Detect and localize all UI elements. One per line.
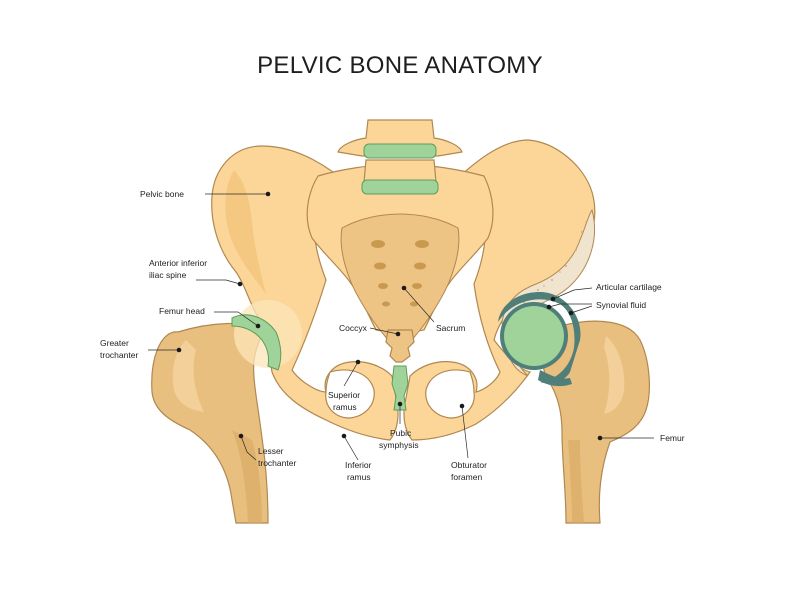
synovial-fluid-label: Synovial fluid bbox=[596, 300, 646, 310]
label-superior-ramus: Superior ramus bbox=[328, 359, 361, 412]
coccyx-label: Coccyx bbox=[339, 323, 368, 333]
obturator-foramen-label-2: foramen bbox=[451, 472, 482, 482]
superior-ramus-label-1: Superior bbox=[328, 390, 360, 400]
articular-cartilage-label: Articular cartilage bbox=[596, 282, 662, 292]
label-coccyx: Coccyx bbox=[339, 323, 401, 337]
label-synovial-fluid: Synovial fluid bbox=[546, 300, 646, 316]
anterior-inferior-iliac-spine-label-2: iliac spine bbox=[149, 270, 187, 280]
label-lesser-trochanter: Lesser trochanter bbox=[238, 433, 296, 468]
right-hip-joint bbox=[498, 292, 581, 387]
label-greater-trochanter: Greater trochanter bbox=[100, 338, 182, 360]
lesser-trochanter-label-1: Lesser bbox=[258, 446, 284, 456]
label-obturator-foramen: Obturator foramen bbox=[451, 403, 487, 482]
left-hip-joint bbox=[231, 300, 302, 371]
diagram-title: PELVIC BONE ANATOMY bbox=[257, 52, 543, 79]
lesser-trochanter-label-2: trochanter bbox=[258, 458, 296, 468]
label-articular-cartilage: Articular cartilage bbox=[550, 282, 662, 302]
pubic-symphysis-label-1: Pubic bbox=[390, 428, 412, 438]
label-inferior-ramus: Inferior ramus bbox=[341, 433, 372, 482]
greater-trochanter-label-1: Greater bbox=[100, 338, 129, 348]
pelvic-bone-label: Pelvic bone bbox=[140, 189, 184, 199]
inferior-ramus-label-1: Inferior bbox=[345, 460, 372, 470]
superior-ramus-label-2: ramus bbox=[333, 402, 357, 412]
pubic-symphysis-cartilage bbox=[391, 365, 409, 411]
label-sacrum: Sacrum bbox=[401, 285, 465, 333]
pubic-symphysis-label-2: symphysis bbox=[379, 440, 419, 450]
anterior-inferior-iliac-spine-label-1: Anterior inferior bbox=[149, 258, 207, 268]
sacrum-label: Sacrum bbox=[436, 323, 465, 333]
inferior-ramus-label-2: ramus bbox=[347, 472, 371, 482]
obturator-foramen-label-1: Obturator bbox=[451, 460, 487, 470]
femur-label: Femur bbox=[660, 433, 685, 443]
sacrum-group bbox=[306, 119, 494, 363]
label-pelvic-bone: Pelvic bone bbox=[140, 189, 271, 199]
label-femur-head: Femur head bbox=[159, 306, 261, 329]
femur-head-label: Femur head bbox=[159, 306, 205, 316]
label-anterior-inferior-iliac-spine: Anterior inferior iliac spine bbox=[149, 258, 243, 287]
label-femur: Femur bbox=[597, 433, 685, 443]
label-pubic-symphysis: Pubic symphysis bbox=[379, 401, 419, 450]
greater-trochanter-label-2: trochanter bbox=[100, 350, 138, 360]
